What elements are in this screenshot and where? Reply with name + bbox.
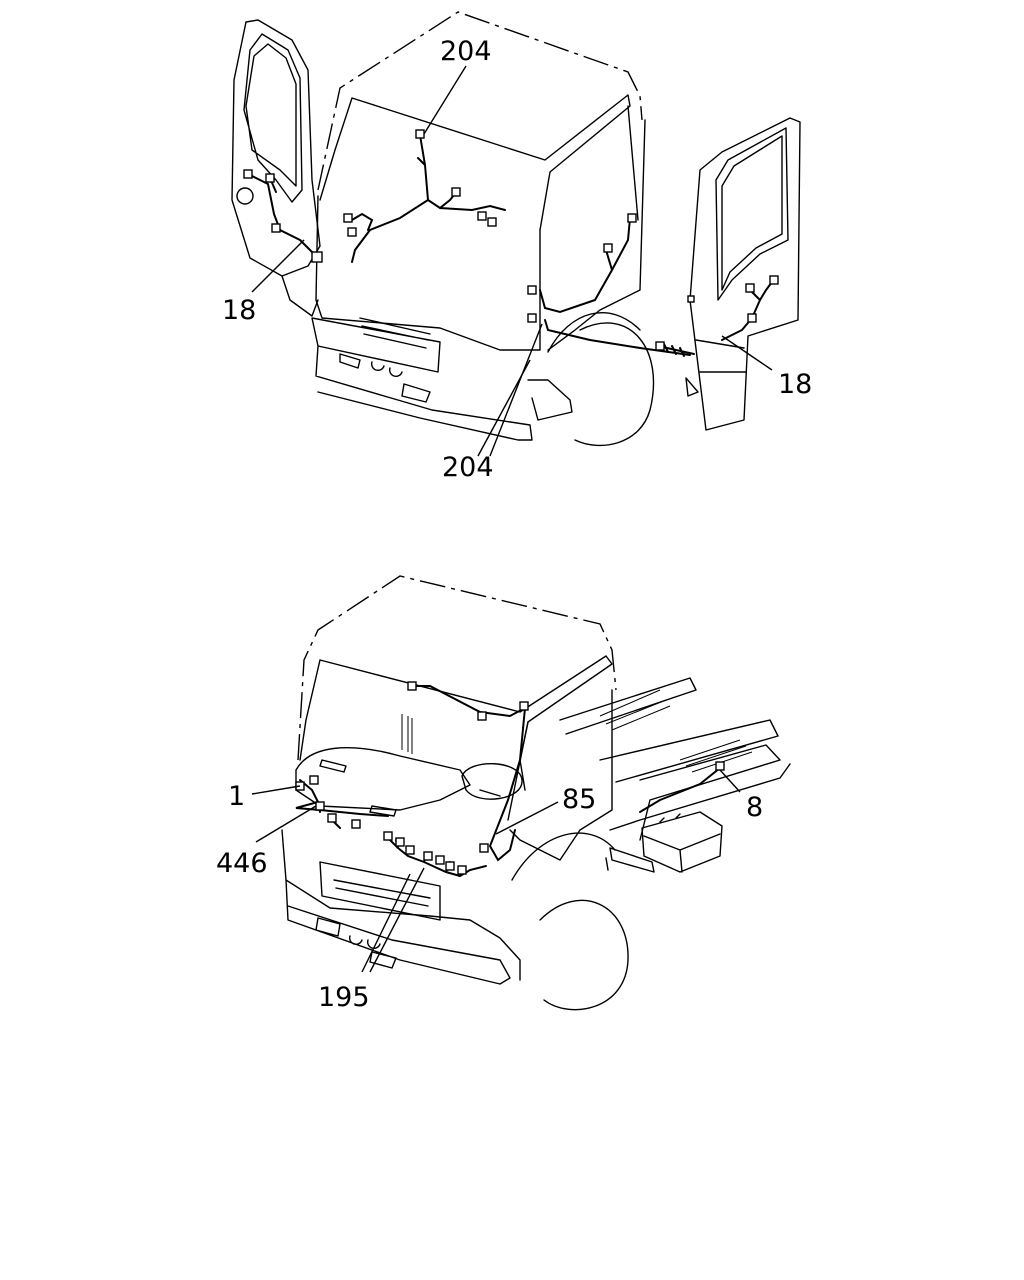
- top-left-door-mirror-mount: [236, 187, 254, 205]
- clip-icon: [315, 801, 325, 811]
- clip-icon: [479, 843, 489, 853]
- bottom-steering-wheel: [461, 763, 523, 800]
- bottom-diagram: 1 85 8 446 195: [216, 575, 791, 1013]
- bottom-dash-harness: [295, 779, 389, 829]
- clip-icon: [527, 313, 537, 323]
- clip-icon: [603, 243, 613, 253]
- clip-icon: [519, 701, 529, 711]
- leader-line: [369, 867, 425, 973]
- leader-line: [255, 805, 317, 843]
- clip-icon: [745, 283, 755, 293]
- top-roof-harness: [351, 134, 506, 263]
- callout-label: 446: [216, 848, 268, 879]
- bottom-cab-roof-outline: [297, 575, 617, 761]
- top-right-door-harness: [721, 281, 773, 341]
- top-harness-clips: [243, 129, 779, 351]
- clip-icon: [243, 169, 253, 179]
- bottom-bumper: [285, 879, 511, 985]
- callout-label: 18: [222, 295, 256, 326]
- clip-icon: [477, 211, 487, 221]
- clip-icon: [383, 831, 393, 841]
- bottom-windshield-reflection: [401, 714, 413, 754]
- bottom-battery: [641, 811, 723, 873]
- clip-icon: [715, 761, 725, 771]
- top-cab-roof-outline: [317, 11, 643, 191]
- leader-line: [719, 769, 741, 793]
- clip-icon: [627, 213, 637, 223]
- top-grille: [311, 317, 441, 373]
- callout-label: 204: [442, 452, 494, 483]
- leader-line: [721, 335, 773, 371]
- top-left-door-lower: [281, 275, 319, 317]
- clip-icon: [327, 813, 337, 823]
- leader-line: [489, 323, 543, 457]
- top-step: [527, 379, 573, 421]
- callout-label: 1: [228, 781, 245, 812]
- clip-icon: [487, 217, 497, 227]
- clip-icon: [347, 227, 357, 237]
- top-left-door: [231, 19, 321, 277]
- top-right-door: [689, 117, 801, 431]
- bottom-frame-hatching: [599, 689, 753, 773]
- leader-line: [251, 239, 305, 293]
- bottom-grille: [319, 861, 441, 921]
- clip-icon: [415, 129, 425, 139]
- top-right-door-inner-panel: [685, 339, 747, 397]
- bottom-battery-bracket: [605, 847, 655, 873]
- clip-icon: [655, 341, 665, 351]
- callout-label: 8: [746, 792, 763, 823]
- bottom-chassis-harness: [639, 767, 721, 813]
- top-diagram: 204 18 18 204: [222, 11, 812, 483]
- bottom-instrument-panel: [319, 759, 397, 817]
- bottom-harness-clips: [295, 681, 725, 875]
- clip-icon: [271, 223, 281, 233]
- bottom-chassis-frame: [559, 677, 791, 841]
- clip-icon: [457, 865, 467, 875]
- clip-icon: [435, 855, 445, 865]
- clip-icon: [407, 681, 417, 691]
- top-windshield: [319, 94, 631, 231]
- clip-icon: [527, 285, 537, 295]
- clip-icon: [309, 775, 319, 785]
- top-door-cable: [657, 343, 695, 357]
- callout-label: 204: [440, 36, 492, 67]
- top-bumper: [315, 345, 533, 441]
- clip-icon: [311, 251, 323, 263]
- clip-icon: [451, 187, 461, 197]
- clip-icon: [405, 845, 415, 855]
- top-front-wheel: [574, 322, 655, 447]
- callout-label: 195: [318, 982, 370, 1013]
- clip-icon: [769, 275, 779, 285]
- top-right-pillar-harness: [539, 217, 691, 356]
- clip-icon: [477, 711, 487, 721]
- leader-line: [495, 801, 559, 835]
- clip-icon: [343, 213, 353, 223]
- bottom-wheel-arch: [511, 832, 616, 881]
- bottom-front-wheel: [539, 899, 629, 1011]
- clip-icon: [445, 861, 455, 871]
- clip-icon: [395, 837, 405, 847]
- leader-line: [251, 785, 301, 795]
- bottom-roof-harness: [411, 685, 527, 862]
- top-wheel-arch: [547, 312, 641, 353]
- leader-line: [361, 873, 411, 973]
- clip-icon: [747, 313, 757, 323]
- clip-icon: [423, 851, 433, 861]
- clip-icon: [687, 295, 695, 303]
- clip-icon: [265, 173, 275, 183]
- bottom-dashboard: [295, 747, 471, 811]
- callout-label: 85: [562, 784, 596, 815]
- leader-line: [423, 65, 467, 135]
- callout-label: 18: [778, 369, 812, 400]
- clip-icon: [351, 819, 361, 829]
